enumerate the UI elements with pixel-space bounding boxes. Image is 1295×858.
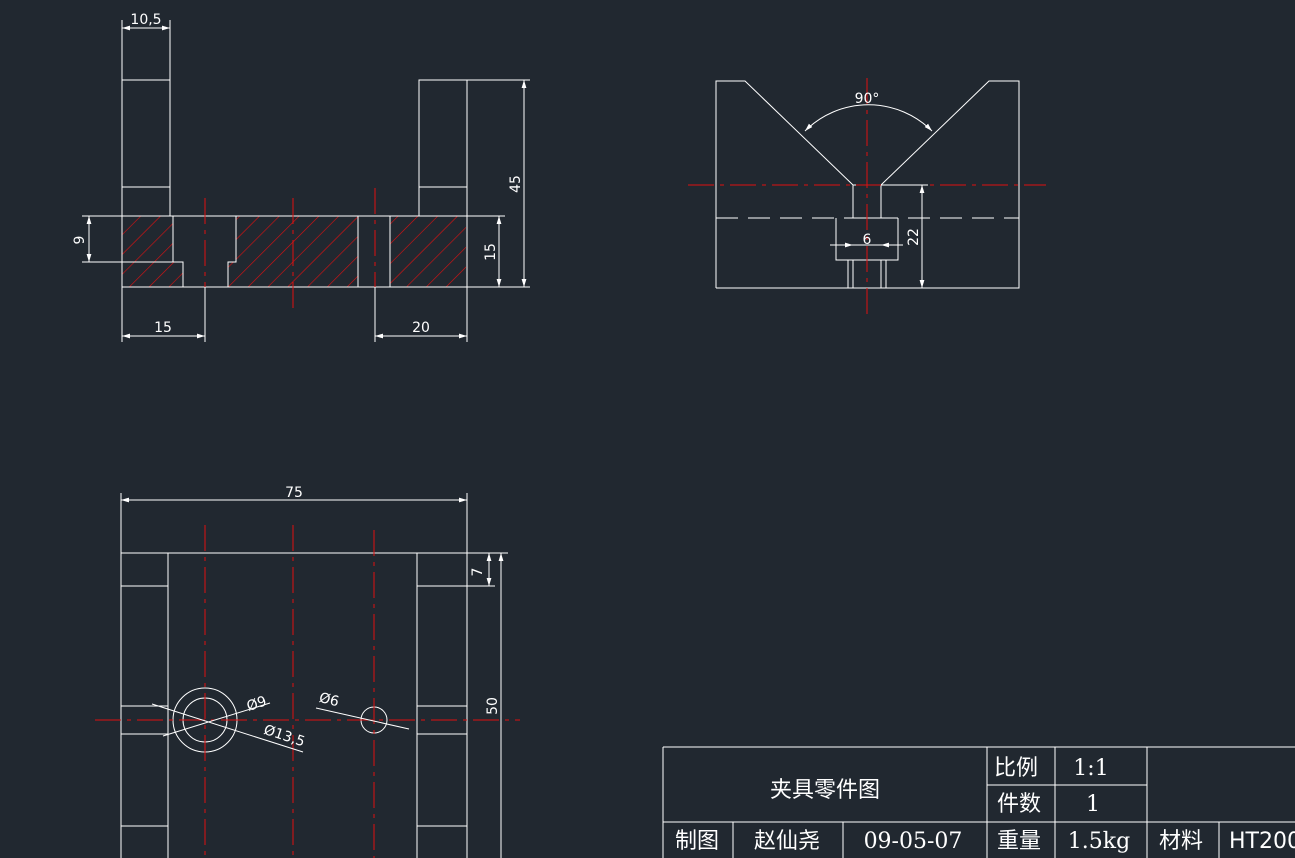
front-view: 10,5 45 15 9 15 20 (72, 12, 530, 342)
weight-value: 1.5kg (1068, 829, 1130, 854)
dim-hole-9: Ø9 (245, 694, 269, 715)
dim-20: 20 (412, 320, 430, 336)
drawn-label: 制图 (675, 829, 719, 854)
dim-22: 22 (906, 228, 922, 246)
dim-75: 75 (285, 485, 303, 501)
drawing-date: 09-05-07 (864, 829, 963, 854)
dim-15-bottom: 15 (154, 320, 172, 336)
dim-10-5: 10,5 (130, 12, 161, 28)
scale-label: 比例 (994, 756, 1038, 781)
count-label: 件数 (997, 792, 1041, 817)
drawing-title: 夹具零件图 (770, 778, 880, 803)
front-hatch (122, 216, 466, 287)
count-value: 1 (1086, 792, 1100, 817)
drawer-name: 赵仙尧 (754, 829, 820, 854)
title-block: 夹具零件图 比例 1:1 件数 1 制图 赵仙尧 09-05-07 重量 1.5… (662, 746, 1295, 858)
dim-15-height: 15 (483, 243, 499, 261)
dim-7: 7 (470, 568, 486, 577)
dim-angle: 90° (855, 91, 880, 107)
side-view: 90° 6 22 (688, 78, 1046, 318)
weight-label: 重量 (997, 829, 1041, 854)
dim-50: 50 (485, 697, 501, 715)
top-view: 75 7 50 Ø9 Ø13,5 Ø6 (95, 485, 520, 858)
left-upright (121, 79, 171, 217)
scale-value: 1:1 (1073, 756, 1108, 781)
material-label: 材料 (1159, 829, 1203, 854)
dim-hole-6: Ø6 (317, 690, 340, 710)
dim-45: 45 (508, 175, 524, 193)
dim-6: 6 (863, 232, 872, 248)
material-value: HT200 (1229, 829, 1295, 854)
front-base (121, 215, 468, 288)
dim-9: 9 (72, 236, 88, 245)
right-upright (418, 79, 468, 217)
